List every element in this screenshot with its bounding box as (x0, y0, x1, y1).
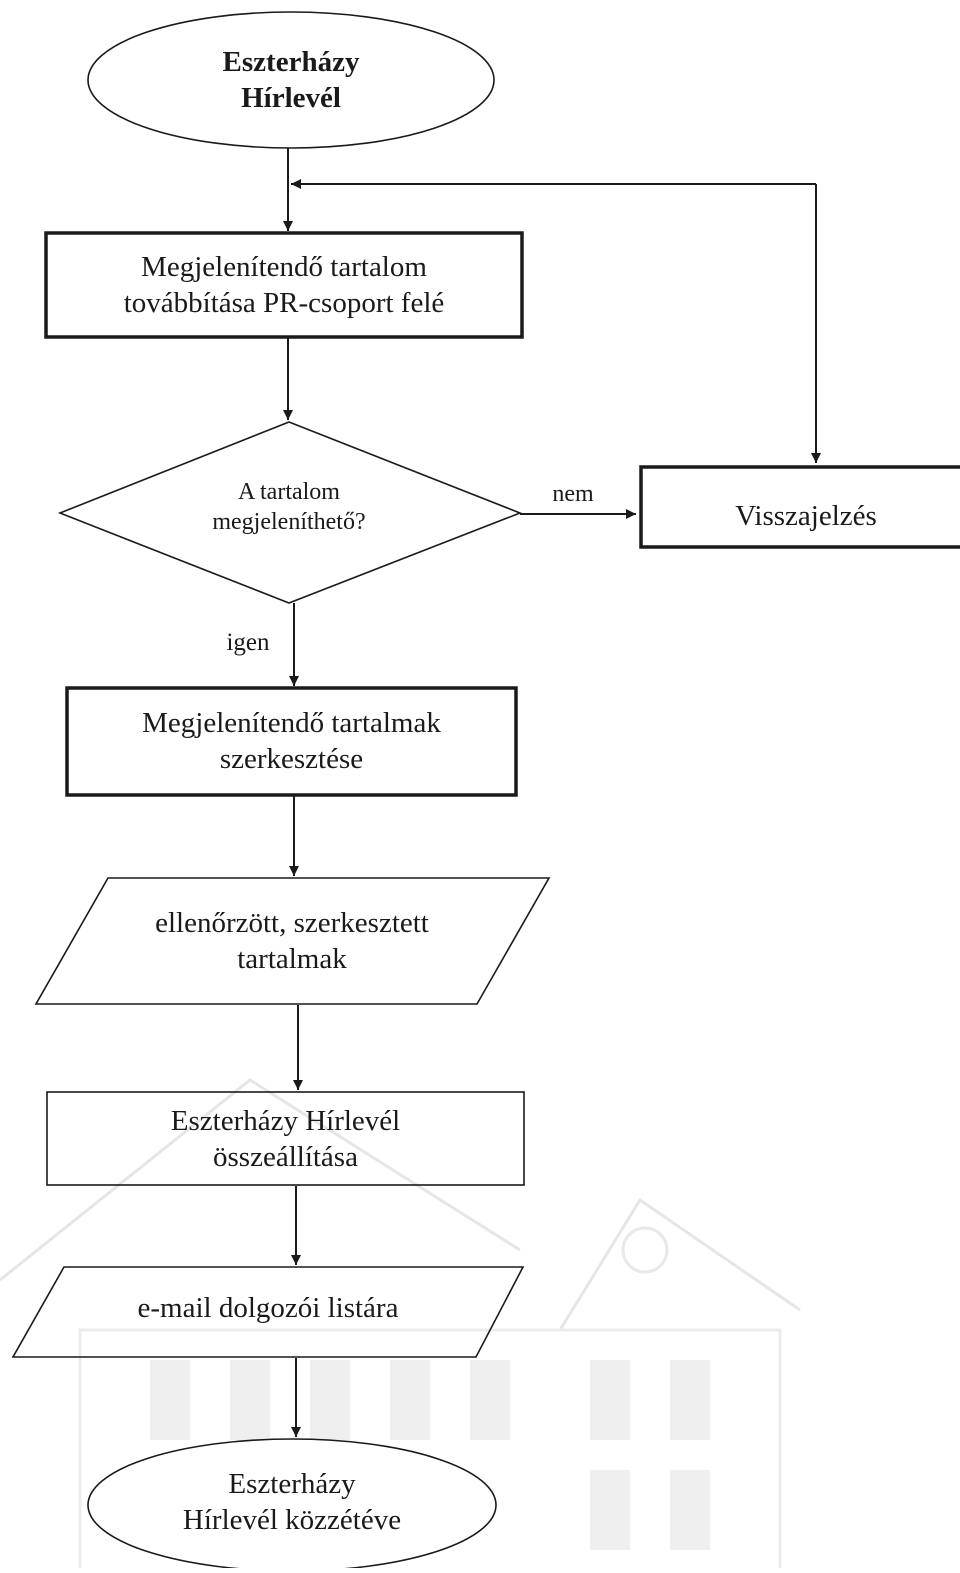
start-label-line2: Hírlevél (241, 82, 341, 115)
step3-label-line2: összeállítása (213, 1141, 358, 1174)
step1-label: Megjelenítendő tartalom továbbítása PR-c… (56, 249, 512, 322)
io1-label-line1: ellenőrzött, szerkesztett (155, 907, 429, 939)
decision-label: A tartalom megjeleníthető? (139, 477, 439, 537)
step2-label: Megjelenítendő tartalmak szerkesztése (77, 705, 506, 778)
io2-label: e-mail dolgozói listára (137, 1292, 399, 1324)
end-label: Eszterházy Hírlevél közzétéve (117, 1466, 467, 1539)
process-compile-newsletter (46, 1091, 525, 1186)
process-forward-content (44, 231, 524, 339)
step1-label-line2: továbbítása PR-csoport felé (123, 287, 445, 320)
process-feedback (639, 465, 960, 549)
end-label-line2: Hírlevél közzétéve (182, 1504, 402, 1537)
io-email-list (11, 1266, 525, 1358)
building-watermark (0, 1078, 801, 1572)
start-label: Eszterházy Hírlevél (141, 44, 441, 117)
step3-label: Eszterházy Hírlevél összeállítása (57, 1103, 514, 1176)
io1-label: ellenőrzött, szerkesztett tartalmak (92, 905, 492, 978)
end-label-line1: Eszterházy (228, 1468, 356, 1500)
feedback-label: Visszajelzés (735, 500, 877, 532)
edge-yes-label: igen (226, 629, 270, 656)
process-edit-content (65, 686, 518, 797)
step3-label-line1: Eszterházy Hírlevél (170, 1105, 401, 1137)
edge-no-label: nem (552, 481, 594, 507)
io1-label-line2: tartalmak (237, 943, 347, 976)
start-label-line1: Eszterházy (222, 46, 360, 78)
decision-label-line2: megjeleníthető? (212, 509, 366, 535)
step2-label-line2: szerkesztése (219, 743, 364, 776)
start-terminal (87, 11, 495, 149)
step2-label-line1: Megjelenítendő tartalmak (142, 707, 441, 739)
step1-label-line1: Megjelenítendő tartalom (141, 251, 427, 283)
io-checked-content (34, 877, 551, 1005)
decision-diamond (57, 421, 523, 604)
decision-label-line1: A tartalom (238, 479, 340, 505)
